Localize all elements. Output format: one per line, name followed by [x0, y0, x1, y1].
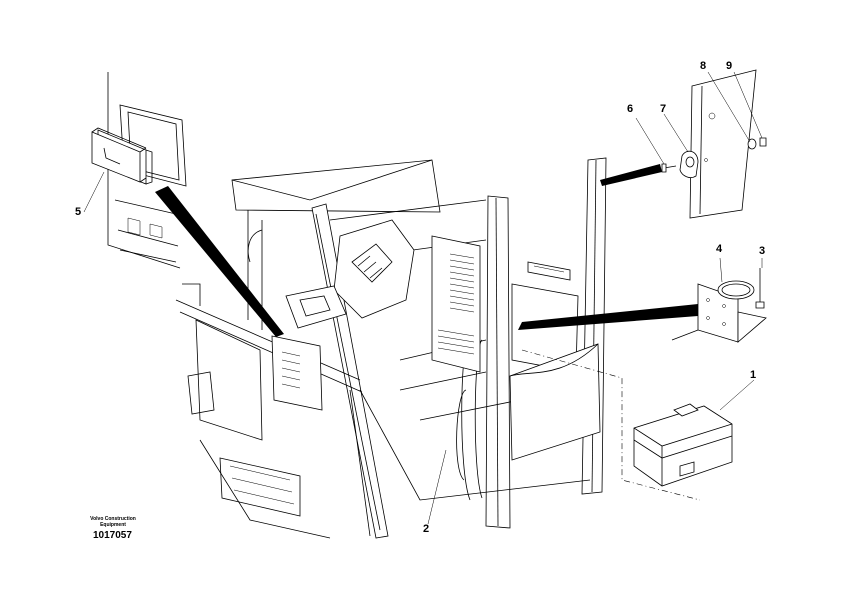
callout-4: 4: [716, 243, 723, 255]
callout-2: 2: [423, 523, 430, 535]
leader-wedge-5: [155, 186, 284, 337]
part-4-cup-holder: [518, 280, 767, 343]
brand-line-2: Equipment: [100, 522, 126, 528]
brand-line-1: Volvo Construction: [90, 516, 136, 522]
callout-1: 1: [750, 369, 757, 381]
callout-5: 5: [75, 206, 82, 218]
left-wall-panel: [107, 72, 187, 269]
part-1-toolbox: [521, 349, 733, 501]
part-3-screw: [755, 268, 765, 309]
parts-6-9-hook-detail: [600, 69, 767, 219]
callout-7: 7: [660, 103, 667, 115]
leader-wedge-4: [518, 304, 698, 330]
callout-8: 8: [700, 60, 707, 72]
leader-lines: [83, 71, 763, 525]
seat-and-console: [271, 219, 601, 461]
callout-3: 3: [759, 245, 766, 257]
callout-9: 9: [726, 60, 733, 72]
document-number: 1017057: [93, 530, 132, 541]
part-5-document-holder: [91, 127, 153, 185]
callout-6: 6: [627, 103, 634, 115]
brand-label: Volvo Construction Equipment: [86, 516, 140, 528]
leader-wedge-6: [600, 164, 662, 186]
